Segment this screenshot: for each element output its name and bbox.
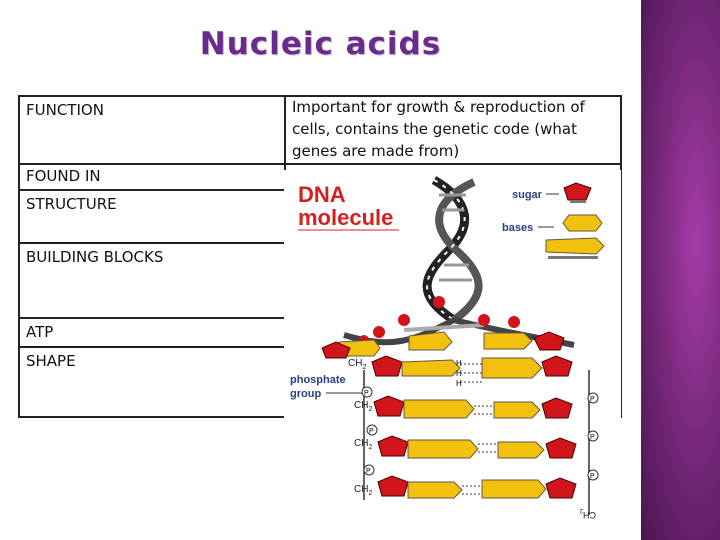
svg-text:P: P <box>590 473 595 480</box>
row-label-found-in: FOUND IN <box>18 163 286 191</box>
row-label-atp: ATP <box>18 317 286 348</box>
sugar-label: sugar <box>512 189 543 201</box>
base-pair-rung-top <box>321 331 565 359</box>
table-row-function: FUNCTION Important for growth & reproduc… <box>18 95 622 165</box>
bases-label: bases <box>502 222 533 234</box>
sugar-legend-shape <box>563 182 592 201</box>
page-title: Nucleic acids <box>199 26 442 62</box>
svg-text:P: P <box>366 468 371 475</box>
svg-text:P: P <box>590 396 595 403</box>
base-pair-row-2: CH2 <box>354 395 573 419</box>
svg-text:H: H <box>456 379 462 388</box>
decorative-side-band <box>641 0 720 540</box>
helix-backbone <box>343 176 575 348</box>
svg-text:CH2: CH2 <box>579 507 596 520</box>
base-legend-shape-2 <box>545 237 605 255</box>
dna-heading-line1: DNA <box>298 182 346 207</box>
dna-molecule-diagram: DNA molecule sugar bases <box>284 170 621 528</box>
svg-text:P: P <box>590 434 595 441</box>
svg-text:H: H <box>456 369 462 378</box>
svg-text:P: P <box>369 428 374 435</box>
svg-text:CH2: CH2 <box>354 400 372 413</box>
phosphate-label-line1: phosphate <box>290 374 346 386</box>
base-pair-row-3: CH2 <box>354 435 577 459</box>
row-label-structure: STRUCTURE <box>18 189 286 244</box>
row-label-building-blocks: BUILDING BLOCKS <box>18 242 286 319</box>
row-label-shape: SHAPE <box>18 346 286 418</box>
svg-text:CH2: CH2 <box>354 484 372 497</box>
svg-text:H: H <box>456 359 462 368</box>
row-value-function: Important for growth & reproduction of c… <box>284 95 622 165</box>
phosphate-label-line2: group <box>290 388 321 400</box>
base-pair-row-1: CH2 HHH <box>348 355 573 388</box>
svg-text:CH2: CH2 <box>348 358 366 371</box>
base-pair-row-4: CH2 <box>354 475 577 499</box>
dna-heading-line2: molecule <box>298 205 393 230</box>
base-legend-shape-1 <box>562 214 603 232</box>
svg-text:P: P <box>364 390 369 397</box>
row-label-function: FUNCTION <box>18 95 286 165</box>
svg-text:CH2: CH2 <box>354 438 372 451</box>
